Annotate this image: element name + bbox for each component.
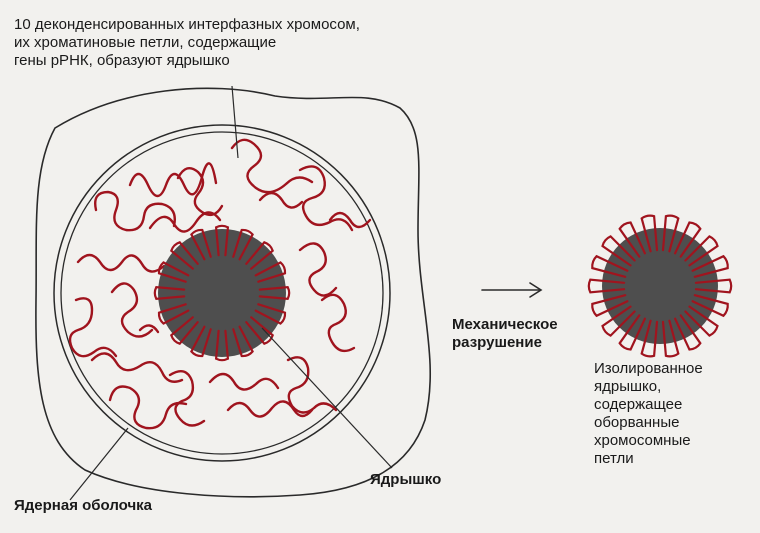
loop-stub (153, 285, 186, 301)
annotation-line: их хроматиновые петли, содержащие (14, 34, 277, 51)
annotation-line: гены рРНК, образуют ядрышко (14, 52, 230, 69)
loop-stub (694, 278, 733, 294)
chromatin-loop (168, 369, 206, 427)
loop-stub (684, 305, 719, 337)
pointer-top-annotation (231, 85, 239, 159)
chromatin-loop (90, 352, 184, 383)
chromatin-loop (94, 190, 176, 232)
nuclear-envelope-inner (60, 131, 384, 455)
loop-stub (640, 319, 659, 358)
cell-membrane (35, 87, 431, 498)
loop-stub (591, 294, 629, 318)
loop-stub (170, 316, 199, 345)
loop-stub (691, 254, 729, 278)
disruption-line: разрушение (452, 334, 542, 351)
loop-stub (190, 228, 212, 261)
loop-stub (214, 329, 230, 362)
loop-stub (258, 285, 291, 301)
isolated-nucleolus-loop-stubs (587, 214, 733, 358)
chromatin-loop (286, 356, 338, 414)
loop-stub (691, 294, 729, 318)
chromatin-loop (128, 162, 218, 198)
loop-stub (601, 305, 636, 337)
mechanical-disruption-label: Механическое разрушение (452, 316, 558, 352)
loop-stub (232, 325, 254, 358)
isolated-line: Изолированное (594, 360, 703, 377)
chromatin-loop (110, 282, 154, 338)
chromatin-loop (298, 242, 338, 297)
loop-stub (601, 235, 636, 267)
nuclear-envelope-label: Ядерная оболочка (14, 497, 153, 514)
chromatin-loop (68, 297, 118, 358)
loop-stub (674, 314, 702, 351)
chromatin-loop (258, 191, 304, 209)
loop-stub (587, 278, 626, 294)
loop-stub (640, 214, 659, 253)
chromatin-loop (148, 211, 222, 233)
loop-stub (157, 261, 190, 283)
chromatin-loop (320, 293, 356, 353)
isolated-line: содержащее (594, 396, 683, 413)
chromatin-loops (68, 138, 372, 430)
loop-stub (245, 316, 274, 345)
chromatin-loop (328, 211, 372, 229)
isolated-line: ядрышко, (594, 378, 662, 395)
nucleolus (158, 229, 286, 357)
loop-stub (245, 241, 274, 270)
chromatin-loop (226, 400, 314, 418)
loop-stub (674, 221, 702, 258)
chromosome-annotation-label: 10 деконденсированных интерфазных хромос… (14, 16, 360, 70)
loop-stub (190, 325, 212, 358)
loop-stub (618, 221, 646, 258)
loop-stub (214, 224, 230, 257)
isolated-nucleolus-label: Изолированное ядрышко, содержащее оборва… (594, 360, 703, 468)
isolated-line: хромосомные (594, 432, 691, 449)
loop-stub (684, 235, 719, 267)
loop-stub (661, 319, 680, 358)
pointer-envelope (69, 427, 129, 501)
nucleolus-loop-stubs (153, 224, 291, 362)
chromatin-loop (230, 138, 314, 194)
nuclear-envelope-outer (53, 124, 391, 462)
loop-stub (254, 303, 287, 325)
loop-stub (591, 254, 629, 278)
disruption-line: Механическое (452, 316, 558, 333)
loop-stub (661, 214, 680, 253)
loop-stub (254, 261, 287, 283)
chromatin-loop (176, 166, 224, 217)
annotation-line: 10 деконденсированных интерфазных хромос… (14, 16, 360, 33)
loop-stub (157, 303, 190, 325)
arrow-right-icon (481, 282, 543, 298)
chromatin-loop (108, 385, 188, 430)
chromatin-loop (208, 372, 280, 391)
nucleolus-label: Ядрышко (370, 471, 442, 488)
loop-stub (618, 314, 646, 351)
pointer-nucleolus (261, 327, 393, 469)
loop-stub (170, 241, 199, 270)
chromatin-loop (298, 165, 354, 232)
chromatin-loop (76, 253, 166, 273)
isolated-line: петли (594, 450, 634, 467)
chromatin-loop (138, 324, 160, 334)
isolated-line: оборванные (594, 414, 680, 431)
loop-stub (232, 228, 254, 261)
